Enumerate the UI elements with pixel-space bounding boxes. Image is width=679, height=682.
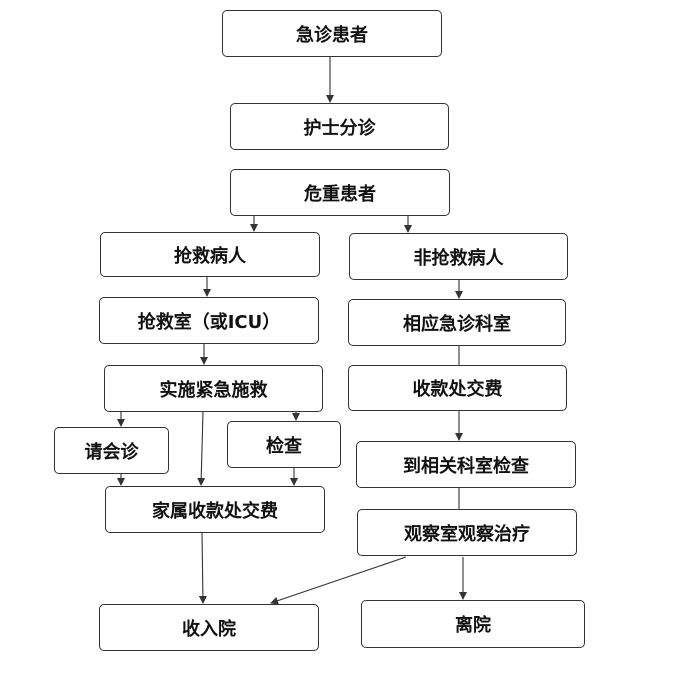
node-label: 护士分诊 (303, 117, 376, 139)
arrow-guancha-to-ruyuan (270, 556, 407, 605)
node-examination: 检查 (227, 421, 341, 468)
node-rescue-patient: 抢救病人 (100, 232, 320, 277)
node-label: 急诊患者 (296, 24, 368, 46)
node-label: 请会诊 (84, 441, 139, 463)
node-rescue-room-icu: 抢救室（或ICU） (99, 297, 319, 344)
node-label: 收款处交费 (412, 379, 503, 400)
node-non-rescue-patient: 非抢救病人 (349, 233, 568, 280)
node-emergency-patient: 急诊患者 (222, 10, 442, 57)
node-hospital-admission: 收入院 (99, 604, 319, 651)
node-label: 家属收款处交费 (152, 500, 278, 522)
node-emergency-department: 相应急诊科室 (348, 299, 566, 346)
node-payment-desk: 收款处交费 (348, 365, 567, 411)
node-nurse-triage: 护士分诊 (230, 103, 449, 150)
node-family-payment: 家属收款处交费 (105, 486, 325, 533)
node-observation-treatment: 观察室观察治疗 (357, 509, 577, 556)
node-label: 相应急诊科室 (403, 313, 511, 335)
arrow-shishi-to-jiashu (197, 411, 206, 486)
node-label: 检查 (266, 435, 302, 457)
node-critical-patient: 危重患者 (230, 169, 450, 216)
node-label: 非抢救病人 (413, 247, 504, 269)
node-emergency-treatment: 实施紧急施救 (104, 365, 323, 412)
node-label: 观察室观察治疗 (404, 523, 530, 545)
node-label: 实施紧急施救 (159, 379, 268, 401)
node-label: 抢救室（或ICU） (137, 311, 281, 333)
node-label: 离院 (455, 615, 491, 636)
node-label: 危重患者 (304, 183, 376, 205)
node-label: 到相关科室检查 (403, 455, 529, 477)
node-discharge: 离院 (361, 600, 585, 648)
node-department-examination: 到相关科室检查 (356, 441, 576, 488)
node-label: 抢救病人 (174, 245, 246, 267)
node-consultation: 请会诊 (54, 427, 169, 474)
node-label: 收入院 (182, 618, 236, 640)
arrow-jiashu-to-ruyuan (198, 532, 207, 604)
